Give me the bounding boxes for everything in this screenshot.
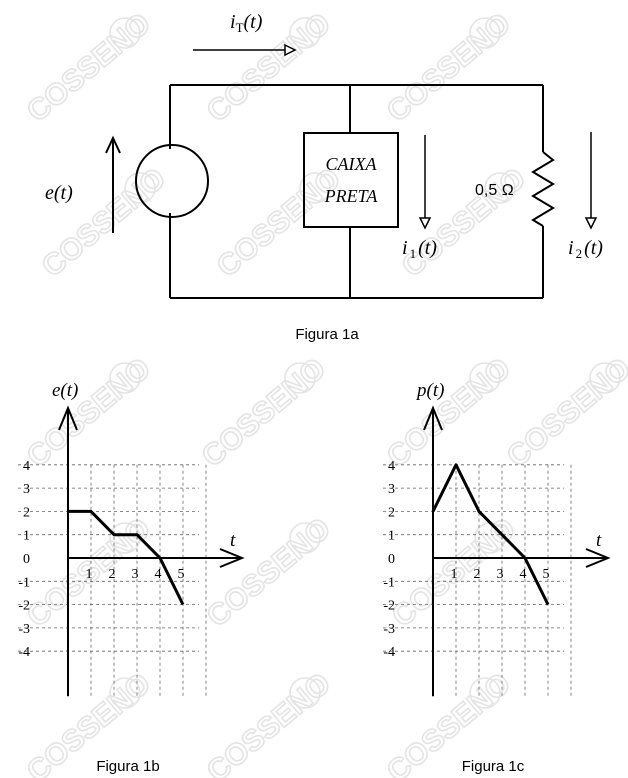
voltage-source <box>135 144 209 218</box>
watermark-swirl <box>469 17 501 49</box>
x-tick-label: 5 <box>543 567 550 582</box>
y-tick-label: -2 <box>383 599 395 614</box>
watermark-swirl <box>299 172 331 204</box>
watermark-text: COSSENO <box>381 352 517 474</box>
y-tick-label: 3 <box>388 482 395 497</box>
watermark-swirl <box>289 17 321 49</box>
watermark-text: COSSENO <box>501 352 628 474</box>
y-axis-arrowhead <box>423 405 443 431</box>
watermark-text: COSSENO <box>201 512 337 634</box>
watermark-text: COSSENO <box>36 162 172 284</box>
circuit-diagram <box>105 43 598 299</box>
watermark-text: COSSENO <box>196 352 332 474</box>
watermark-swirl <box>469 677 501 709</box>
watermark-text: COSSENO <box>21 7 157 129</box>
y-tick-label: -3 <box>383 622 395 637</box>
y-tick-label: 0 <box>388 552 395 567</box>
y-tick-label: -3 <box>18 622 30 637</box>
x-tick-label: 2 <box>474 567 481 582</box>
caption-figura-1a: Figura 1a <box>295 326 359 343</box>
resistor-label: 0,5 Ω <box>475 182 514 199</box>
watermark-swirl <box>124 172 156 204</box>
y-tick-label: -2 <box>18 599 30 614</box>
source-voltage-arrowhead <box>105 135 121 154</box>
y-tick-label: -4 <box>18 645 30 660</box>
total-current-arrowhead <box>284 43 297 57</box>
x-tick-label: 1 <box>451 567 458 582</box>
y-tick-label: 2 <box>23 505 30 520</box>
watermark-swirl <box>469 362 501 394</box>
y-tick-label: 1 <box>388 529 395 544</box>
x-tick-label: 4 <box>155 567 162 582</box>
x-axis-label: t <box>230 530 236 551</box>
total-current-label: iT(t) <box>230 11 263 35</box>
x-tick-label: 3 <box>132 567 139 582</box>
black-box-label-line1: CAIXA <box>326 154 378 174</box>
watermark-text: COSSENO <box>21 352 157 474</box>
resistor <box>531 151 555 227</box>
y-tick-label: 4 <box>388 459 395 474</box>
x-axis-arrowhead <box>219 548 245 568</box>
i1-arrowhead <box>418 217 432 230</box>
watermark-text: COSSENO <box>211 162 347 284</box>
watermark-swirl <box>289 677 321 709</box>
black-box-label-line2: PRETA <box>324 186 379 206</box>
chart-caption: Figura 1c <box>462 758 525 775</box>
x-tick-label: 1 <box>86 567 93 582</box>
source-label: e(t) <box>45 182 73 204</box>
y-axis-arrowhead <box>58 405 78 431</box>
x-tick-label: 2 <box>109 567 116 582</box>
watermark-swirl <box>589 362 621 394</box>
y-tick-label: 0 <box>23 552 30 567</box>
y-axis-label: p(t) <box>415 380 444 401</box>
i2-arrowhead <box>584 217 598 230</box>
watermark-swirl <box>109 17 141 49</box>
x-tick-label: 5 <box>178 567 185 582</box>
watermark-swirl <box>289 522 321 554</box>
watermark-swirl <box>109 677 141 709</box>
y-tick-label: 2 <box>388 505 395 520</box>
chart-caption: Figura 1b <box>96 758 159 775</box>
data-series-line <box>68 509 185 606</box>
x-axis-arrowhead <box>585 548 611 568</box>
watermark-swirl <box>109 362 141 394</box>
x-tick-label: 3 <box>497 567 504 582</box>
y-tick-label: 4 <box>23 459 30 474</box>
watermark-text: COSSENO <box>381 7 517 129</box>
watermark-text: COSSENO <box>201 7 337 129</box>
watermark-text: COSSENO <box>396 162 532 284</box>
y-tick-label: -4 <box>383 645 395 660</box>
y-tick-label: -1 <box>18 575 30 590</box>
y-tick-label: 1 <box>23 529 30 544</box>
y-axis-label: e(t) <box>52 380 78 401</box>
watermark-swirl <box>484 172 516 204</box>
x-axis-label: t <box>596 530 602 551</box>
x-tick-label: 4 <box>520 567 527 582</box>
y-tick-label: 3 <box>23 482 30 497</box>
y-tick-label: -1 <box>383 575 395 590</box>
watermark-swirl <box>284 362 316 394</box>
